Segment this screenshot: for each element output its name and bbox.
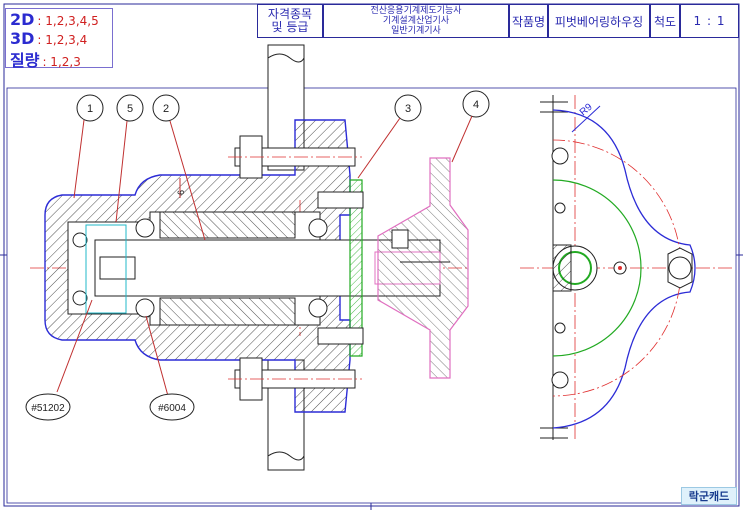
- bolt-hole-top: [551, 147, 569, 165]
- leader-part5: [115, 120, 128, 223]
- callout-part2-text: 2: [163, 103, 169, 115]
- spacer-sleeve-bottom: [159, 297, 296, 326]
- callout-part5: [116, 94, 144, 122]
- post-break-line-top: [267, 53, 305, 63]
- callout-part5-text: 5: [127, 103, 133, 115]
- bolt-hole-center-dot: [618, 266, 622, 270]
- shaft-end-screw: [99, 256, 136, 280]
- spacer-sleeve-top: [159, 211, 296, 239]
- thrust-ball-top: [72, 232, 88, 248]
- part5-thrust-housing: [85, 224, 127, 314]
- leader-part3: [357, 117, 401, 179]
- callout-part3-text: 3: [405, 103, 411, 115]
- spec-3d-value: : 1,2,3,4: [37, 33, 88, 47]
- cover-screw-bottom: [317, 327, 364, 345]
- leader-part2: [169, 120, 206, 241]
- drawing-spec-box: 2D: 1,2,3,4,5 3D: 1,2,3,4 질량: 1,2,3: [5, 8, 113, 71]
- screw-hole-lower: [554, 322, 566, 334]
- scale-value: 1 : 1: [680, 4, 739, 38]
- qualification-line2: 및 등급: [271, 20, 309, 34]
- product-name: 피벗베어링하우징: [548, 4, 650, 38]
- spec-3d-key: 3D: [10, 29, 35, 48]
- callout-part2: [152, 94, 180, 122]
- leader-bearing-thrust: [56, 299, 93, 393]
- callout-bearing-thrust: [25, 393, 71, 421]
- qualification-item: 일반기계기사: [391, 26, 441, 36]
- qualification-line1: 자격종목: [267, 7, 313, 21]
- qualification-item: 전산응용기계제도기능사: [370, 6, 462, 16]
- leader-bearing-ball: [145, 315, 169, 397]
- spec-row-3d: 3D: 1,2,3,4: [10, 29, 87, 48]
- hub-section: [552, 244, 572, 292]
- side-view-outline: [552, 109, 696, 429]
- callout-part3: [394, 94, 422, 122]
- spec-row-2d: 2D: 1,2,3,4,5: [10, 10, 99, 29]
- bolt-hole-bottom: [551, 371, 569, 389]
- spec-mass-value: : 1,2,3: [42, 55, 81, 69]
- callout-part1: [76, 94, 104, 122]
- leader-part4: [451, 115, 473, 163]
- post-break-line-bottom: [267, 451, 305, 461]
- spec-2d-value: : 1,2,3,4,5: [37, 14, 99, 28]
- callout-part4-text: 4: [473, 99, 479, 111]
- radius-leader: [571, 105, 601, 133]
- spec-2d-key: 2D: [10, 10, 35, 29]
- brand-badge[interactable]: 락군캐드: [681, 487, 737, 505]
- leader-part1: [73, 119, 85, 199]
- hex-nut: [667, 247, 693, 289]
- title-block-qualification-list: 전산응용기계제도기능사 기계설계산업기사 일반기계기사: [323, 4, 509, 38]
- title-block-qualification-label: 자격종목 및 등급: [257, 4, 323, 38]
- cover-screw-top: [317, 191, 364, 209]
- callout-bearing-thrust-text: #51202: [31, 403, 65, 414]
- spec-row-mass: 질량: 1,2,3: [10, 47, 81, 71]
- dimension-gap-text: 6: [176, 190, 186, 195]
- ball-bearing-bottom-right: [308, 298, 328, 318]
- part4-set-screw: [391, 229, 409, 249]
- thrust-ball-bottom: [72, 290, 88, 306]
- product-label: 작품명: [509, 4, 548, 38]
- part3-cover: [349, 179, 363, 357]
- callout-bearing-ball: [149, 393, 195, 421]
- ball-bearing-top-right: [308, 218, 328, 238]
- callout-part1-text: 1: [87, 103, 93, 115]
- spec-mass-key: 질량: [10, 51, 40, 70]
- part4-flange: [377, 157, 469, 379]
- ball-bearing-top-left: [135, 218, 155, 238]
- scale-label: 척도: [650, 4, 680, 38]
- qualification-item: 기계설계산업기사: [382, 16, 450, 26]
- hex-nut-circle: [668, 256, 692, 280]
- green-bolt-circle: [552, 179, 642, 357]
- callout-bearing-ball-text: #6004: [158, 403, 186, 414]
- callout-part4: [462, 90, 490, 118]
- screw-hole-upper: [554, 202, 566, 214]
- ball-bearing-bottom-left: [135, 298, 155, 318]
